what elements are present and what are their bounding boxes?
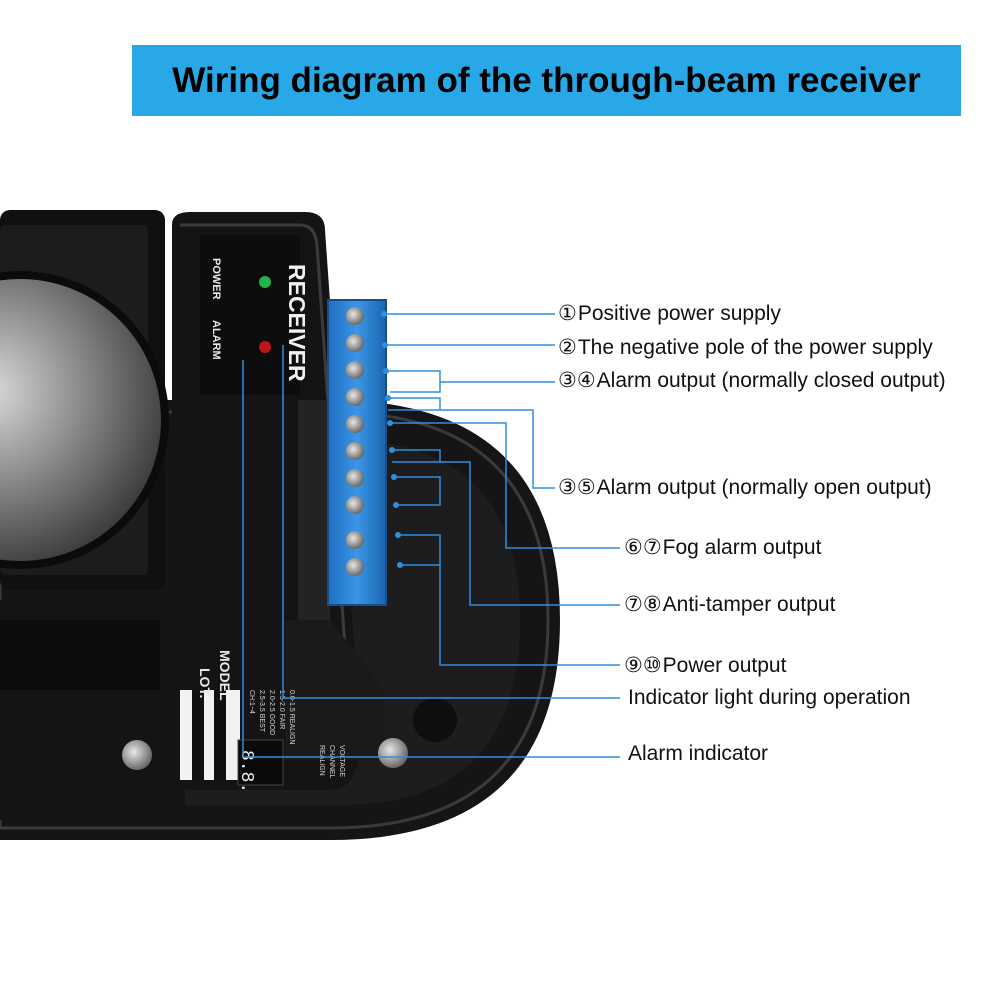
label-text: Alarm indicator bbox=[628, 742, 769, 765]
power-text: POWER bbox=[210, 258, 222, 300]
alarm-text: ALARM bbox=[210, 320, 222, 360]
base-screw-left bbox=[122, 740, 152, 770]
lot-text: LOT. bbox=[197, 668, 213, 698]
label-anti-tamper: ⑦⑧Anti-tamper output bbox=[624, 593, 835, 617]
label-alarm-indicator: Alarm indicator bbox=[627, 742, 768, 766]
title-banner: Wiring diagram of the through-beam recei… bbox=[132, 45, 961, 116]
label-number: ③④ bbox=[558, 369, 596, 392]
range-line-3: 2.0-2.5 GOOD bbox=[268, 690, 275, 735]
label-power-output: ⑨⑩Power output bbox=[624, 654, 786, 678]
label-number: ⑦⑧ bbox=[624, 593, 662, 616]
display-text: 8.8. bbox=[236, 750, 256, 793]
status-line-1: VOLTAGE bbox=[338, 745, 345, 777]
label-negative-power: ②The negative pole of the power supply bbox=[558, 336, 933, 360]
model-text: MODEL bbox=[217, 650, 233, 701]
receiver-text: RECEIVER bbox=[284, 264, 310, 382]
label-alarm-no: ③⑤Alarm output (normally open output) bbox=[558, 476, 932, 500]
label-number: ① bbox=[558, 302, 577, 325]
label-number: ② bbox=[558, 336, 577, 359]
label-number: ⑨⑩ bbox=[624, 654, 662, 677]
label-text: Positive power supply bbox=[577, 302, 781, 325]
label-number: ⑥⑦ bbox=[624, 536, 662, 559]
diagram-title: Wiring diagram of the through-beam recei… bbox=[172, 60, 921, 100]
label-text: The negative pole of the power supply bbox=[577, 336, 933, 359]
label-positive-power: ①Positive power supply bbox=[558, 302, 781, 326]
range-line-1: 0.0-1.5 REALIGN bbox=[288, 690, 295, 744]
label-text: Power output bbox=[662, 654, 787, 677]
base-screw-right bbox=[378, 738, 408, 768]
model-plate bbox=[180, 690, 240, 780]
lens bbox=[0, 275, 165, 565]
status-line-2: CHANNEL bbox=[328, 745, 335, 779]
label-text: Fog alarm output bbox=[662, 536, 822, 559]
label-fog-alarm: ⑥⑦Fog alarm output bbox=[624, 536, 821, 560]
status-line-3: REALIGN bbox=[318, 745, 325, 776]
label-text: Anti-tamper output bbox=[662, 593, 836, 616]
lens-ring bbox=[0, 271, 169, 569]
range-line-5: CH:1~4 bbox=[248, 690, 255, 714]
label-text: Alarm output (normally open output) bbox=[596, 476, 932, 499]
label-indicator-light: Indicator light during operation bbox=[627, 686, 911, 710]
label-text: Indicator light during operation bbox=[628, 686, 911, 709]
range-line-4: 2.5-3.5 BEST bbox=[258, 690, 265, 733]
label-text: Alarm output (normally closed output) bbox=[596, 369, 946, 392]
label-alarm-nc: ③④Alarm output (normally closed output) bbox=[558, 369, 946, 393]
range-line-2: 1.5-2.0 FAIR bbox=[278, 690, 285, 729]
label-number: ③⑤ bbox=[558, 476, 596, 499]
